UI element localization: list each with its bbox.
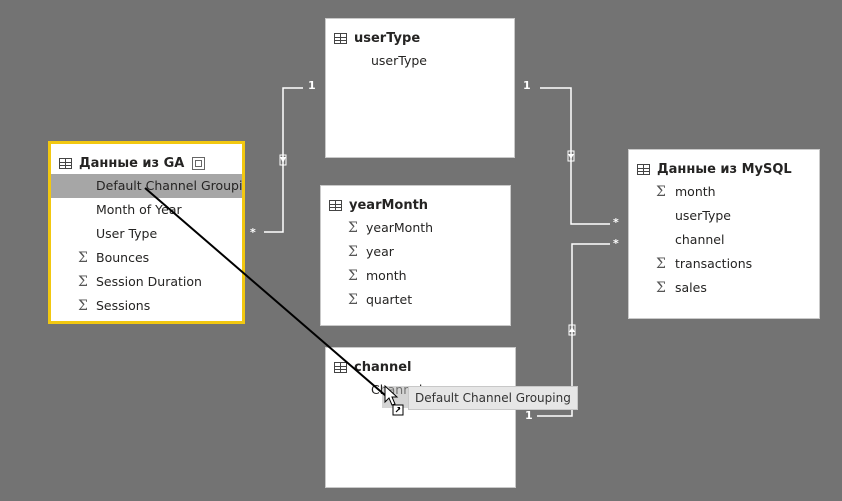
field-row[interactable]: Σ month: [321, 264, 510, 288]
cardinality-one: 1: [525, 409, 533, 422]
field-row[interactable]: User Type: [51, 222, 242, 246]
table-title: Данные из MySQL: [657, 161, 792, 177]
field-label: month: [366, 268, 407, 283]
table-grid-icon: [59, 157, 72, 169]
field-row[interactable]: channel: [629, 228, 819, 252]
field-row[interactable]: Month of Year: [51, 198, 242, 222]
field-label: Month of Year: [96, 202, 182, 217]
drag-tooltip: Default Channel Grouping: [408, 386, 578, 410]
filter-direction-icon: [279, 154, 287, 166]
field-label: userType: [371, 53, 427, 68]
field-row[interactable]: userType: [326, 49, 514, 73]
table-card-channel[interactable]: channel Channel: [325, 347, 516, 488]
field-label: channel: [675, 232, 725, 247]
table-card-yearmonth[interactable]: yearMonth Σ yearMonth Σ year Σ month Σ q…: [320, 185, 511, 326]
field-label: yearMonth: [366, 220, 434, 235]
field-row[interactable]: Σ transactions: [629, 252, 819, 276]
field-label: transactions: [675, 256, 753, 271]
field-label: Bounces: [96, 250, 150, 265]
field-row[interactable]: Σ Session Duration: [51, 270, 242, 294]
sigma-icon: Σ: [78, 298, 88, 314]
field-label: Sessions: [96, 298, 151, 313]
field-label: month: [675, 184, 716, 199]
field-row[interactable]: Σ quartet: [321, 288, 510, 312]
table-title: yearMonth: [349, 197, 429, 213]
table-grid-icon: [637, 163, 650, 175]
expand-icon[interactable]: [192, 156, 206, 170]
cardinality-one: 1: [308, 79, 316, 92]
table-grid-icon: [334, 32, 347, 44]
table-card-ga[interactable]: Данные из GA Default Channel Grouping Mo…: [48, 141, 245, 324]
field-row[interactable]: Σ Bounces: [51, 246, 242, 270]
filter-direction-icon: [567, 150, 575, 162]
field-label: User Type: [96, 226, 158, 241]
cardinality-many: *: [250, 226, 256, 239]
field-row[interactable]: userType: [629, 204, 819, 228]
table-header[interactable]: Данные из MySQL: [629, 158, 819, 180]
cardinality-many: *: [613, 216, 619, 229]
table-grid-icon: [329, 199, 342, 211]
sigma-icon: Σ: [348, 292, 358, 308]
table-header[interactable]: channel: [326, 356, 515, 378]
sigma-icon: Σ: [78, 250, 88, 266]
copy-cursor-icon: [384, 385, 404, 416]
table-title: Данные из GA: [79, 155, 185, 171]
field-label: quartet: [366, 292, 413, 307]
field-row[interactable]: Default Channel Grouping: [51, 174, 242, 198]
cardinality-many: *: [613, 237, 619, 250]
relationship-usertype-mysql[interactable]: [540, 87, 610, 225]
sigma-icon: Σ: [656, 280, 666, 296]
table-title: userType: [354, 30, 421, 46]
field-row[interactable]: Σ Sessions: [51, 294, 242, 318]
field-label: userType: [675, 208, 731, 223]
field-row[interactable]: Σ sales: [629, 276, 819, 300]
table-title: channel: [354, 359, 412, 375]
sigma-icon: Σ: [348, 244, 358, 260]
field-label: Session Duration: [96, 274, 202, 289]
table-header[interactable]: Данные из GA: [51, 152, 242, 174]
cardinality-one: 1: [523, 79, 531, 92]
filter-direction-icon: [568, 324, 576, 336]
sigma-icon: Σ: [78, 274, 88, 290]
field-row[interactable]: Σ year: [321, 240, 510, 264]
field-row[interactable]: Σ yearMonth: [321, 216, 510, 240]
filter-direction-icon: [280, 157, 286, 163]
table-card-usertype[interactable]: userType userType: [325, 18, 515, 158]
sigma-icon: Σ: [348, 268, 358, 284]
sigma-icon: Σ: [656, 184, 666, 200]
table-header[interactable]: yearMonth: [321, 194, 510, 216]
field-row[interactable]: Σ month: [629, 180, 819, 204]
sigma-icon: Σ: [348, 220, 358, 236]
table-grid-icon: [334, 361, 347, 373]
field-label: Default Channel Grouping: [96, 178, 242, 193]
field-label: sales: [675, 280, 707, 295]
table-header[interactable]: userType: [326, 27, 514, 49]
sigma-icon: Σ: [656, 256, 666, 272]
field-label: year: [366, 244, 394, 259]
table-card-mysql[interactable]: Данные из MySQL Σ month userType channel…: [628, 149, 820, 319]
